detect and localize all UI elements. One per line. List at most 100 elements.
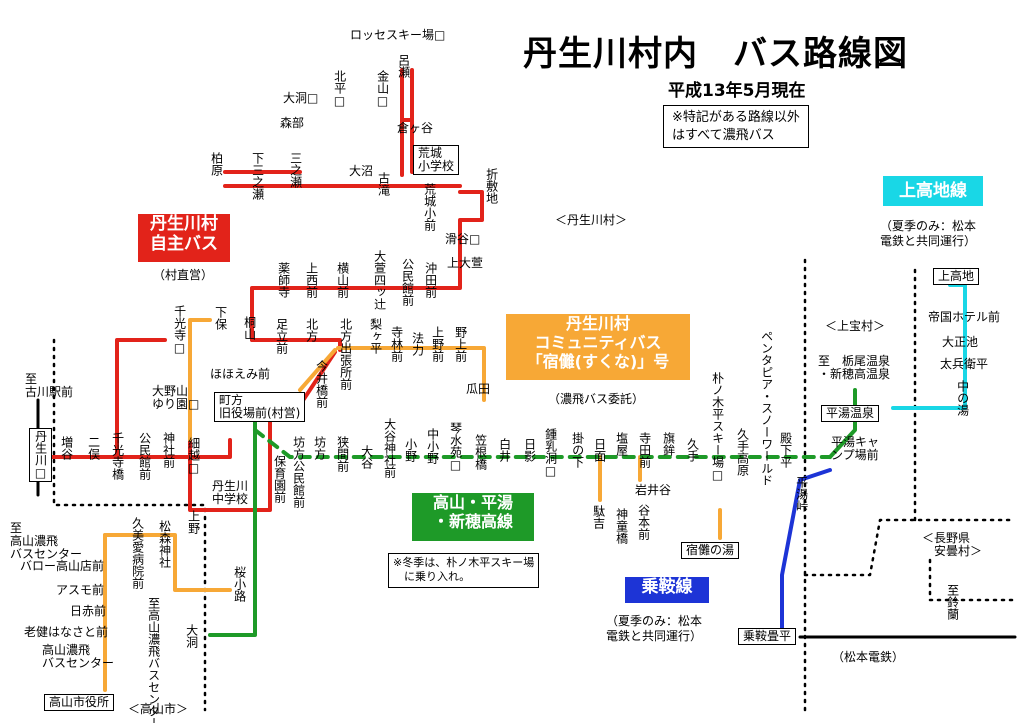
boundary-line [52,338,207,712]
stop-label: 金山□ [375,70,390,108]
stop-label: 大谷 [359,445,374,469]
stop-label: 大萱四ッ辻 [372,250,387,310]
stop-label: 日面 [592,438,607,462]
stop-label: 乗鞍畳平 [738,628,797,646]
legend-orange: 丹生川村 コミュニティバス 「宿儺(すくな)」号 [506,314,690,380]
route-orange [298,348,337,392]
stop-label: 谷本前 [636,504,651,540]
stop-label: 鍾乳洞□ [543,428,558,478]
legend-green: 高山・平湯 ・新穂高線 [412,493,534,541]
stop-label: 滑谷□ [445,232,481,246]
stop-label: 至 高山濃飛 バスセンター [10,521,83,562]
stop-label: ＜上宝村＞ [825,319,886,333]
stop-label: 坊方 [312,436,327,460]
stop-label: 至鈴蘭 [945,584,960,620]
stop-label: 松森神社 [157,520,172,568]
stop-label: 宿儺の湯 [681,542,740,560]
stop-label: 琴水苑□ [448,422,463,472]
stop-label: 呂瀬 [396,54,411,78]
stop-label: 旗鉾 [661,432,676,456]
stop-label: 丹生川 中学校 [212,479,249,507]
route-red [400,68,414,122]
route-green [208,418,257,637]
stop-label: 北平□ [332,70,347,108]
stop-label: 大洞□ [283,91,319,105]
stop-label: ＜高山市＞ [128,702,189,716]
stop-label: 下保 [213,306,228,330]
route-red [43,438,232,459]
stop-label: 平湯峠 [794,476,809,512]
stop-label: 森部 [280,116,305,130]
stop-label: 掛の下 [570,432,585,468]
stop-label: ほほえみ前 [210,367,271,381]
stop-label: 古滝 [376,172,391,196]
route-orange [336,346,486,402]
stop-label: 至 古川駅前 [25,372,74,400]
winter-note: ※冬季は、朴ノ木平スキー場 に乗り入れ。 [388,553,540,588]
stop-label: 沖田前 [423,262,438,298]
stop-label: 上西前 [304,262,319,298]
stop-label: 公民館前 [137,432,152,480]
stop-label: 北方 [304,318,319,342]
stop-label: 荒城小前 [422,183,437,231]
stop-label: 増谷 [59,436,74,460]
operator-note: ※特記がある路線以外 はすべて濃飛バス [663,105,809,149]
stop-label: 町方 旧役場前(村営) [214,392,306,423]
stop-label: 上高地 [933,268,980,286]
stop-label: 久美愛病院前 [130,517,145,589]
boundary-line [928,558,1017,602]
route-green [828,418,857,459]
stop-label: 薬師寺 [276,262,291,298]
stop-label: 殿下平 [778,432,793,468]
stop-label: 柏原 [209,152,224,176]
legend-cyan-sub: （夏季のみ：松本 電鉄と共同運行） [880,219,977,248]
stop-label: 上野前 [430,326,445,362]
stop-label: 瓜田 [466,382,491,396]
stop-label: 足立前 [274,318,289,354]
stop-label: 中の湯 [955,380,970,416]
stop-label: 法力 [410,332,425,356]
route-orange [103,533,232,592]
stop-label: 横山前 [335,262,350,298]
stop-label: 神童橋 [614,508,629,544]
route-red [250,338,342,352]
stop-label: 千光寺橋 [110,432,125,480]
stop-label: バロー高山店前 [20,559,105,573]
stop-label: 塩屋 [614,432,629,456]
route-red [250,190,484,342]
route-green [253,428,832,459]
stop-label: 至高山濃飛バスセンター [146,597,161,723]
stop-label: 大野山 ゆり園□ [152,384,200,412]
stop-label: 朴ノ木平スキー場□ [710,372,725,482]
stop-label: 寺田前 [637,432,652,468]
stop-label: 神社前 [161,432,176,468]
matsumoto-note: （松本電鉄） [832,650,905,664]
stop-label: 梨ヶ平 [368,318,383,354]
stop-label: 高山市役所 [44,694,115,712]
stop-label: 丹生川□ [29,428,52,482]
stop-label: 上野 [186,510,201,534]
stop-label: ＜長野県 安曇村＞ [922,531,983,559]
boundary-line [803,518,1017,577]
stop-label: 日影 [522,438,537,462]
stop-label: アスモ前 [56,583,105,597]
stop-label: 大沼 [349,164,374,178]
stop-label: 桜小路 [232,566,247,602]
legend-orange-sub: （濃飛バス委託） [548,392,645,406]
stop-label: 日赤前 [70,604,107,618]
stop-label: 倉ヶ谷 [397,121,434,135]
stop-label: 岩井谷 [635,483,672,497]
stop-label: 野上前 [453,326,468,362]
stop-label: 下三之瀬 [250,152,265,200]
stop-label: 坊方公民館前 [291,436,306,508]
stop-label: 太兵衛平 [940,357,989,371]
stop-label: 北方出張所前 [338,318,353,390]
stop-label: 大谷神社前 [382,418,397,478]
stop-label: 三之瀬 [288,152,303,188]
stop-label: 平湯温泉 [821,405,880,423]
route-red [115,338,167,459]
map-title: 丹生川村内 バス路線図 [523,34,908,74]
stop-label: 狭間前 [335,436,350,472]
stop-label: 細越□ [186,437,201,475]
